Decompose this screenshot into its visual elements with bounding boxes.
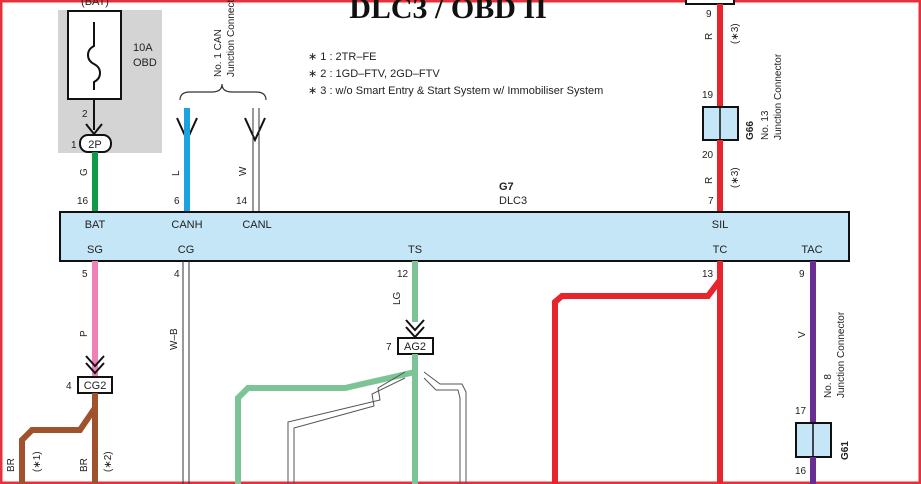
pin-sil-number: 7	[708, 196, 714, 207]
wire-ag2-white-branch-2	[423, 377, 461, 484]
connector-ag2-pin: 7	[386, 342, 392, 353]
wire-br-color-1: BR	[6, 458, 17, 472]
wire-canl-color: W	[238, 166, 249, 176]
junction-8-label-2: Junction Connector	[836, 311, 847, 398]
wire-ag2-white-branch-4	[293, 377, 406, 484]
wire-ts-color: LG	[392, 291, 403, 305]
pin-tc-number: 13	[702, 269, 714, 280]
j13-top-wire-color: R	[704, 33, 715, 40]
wire-br-note-1: (∗1)	[32, 451, 43, 472]
j13-pin-bot: 20	[702, 150, 714, 161]
junction-8-label-1: No. 8	[823, 374, 834, 398]
pin-label-sil: SIL	[712, 219, 729, 231]
connector-2p-pin: 1	[71, 140, 77, 151]
pin-label-bat: BAT	[85, 219, 106, 231]
wire-sg-color: P	[79, 330, 90, 337]
pin-label-canl: CANL	[242, 219, 271, 231]
dlc-name: DLC3	[499, 195, 527, 207]
junction-13-code: G66	[745, 121, 756, 140]
pin-canh-number: 6	[174, 196, 180, 207]
wire-sil-note: (∗3)	[730, 167, 741, 188]
wire-tc-red-loop	[552, 261, 723, 484]
wire-br-brown-left	[19, 393, 98, 484]
fuse-pin-number: 2	[82, 109, 88, 120]
wire-canh-color: L	[171, 170, 182, 176]
ag2-arrow-icon-2	[405, 326, 425, 339]
connector-ag2-label: AG2	[404, 341, 426, 353]
top-connector-stub	[685, 0, 735, 5]
pin-cg-number: 4	[174, 269, 180, 280]
connector-cg2-pin: 4	[66, 381, 72, 392]
wire-br-note-2: (∗2)	[103, 451, 114, 472]
connector-2p-label: 2P	[88, 139, 101, 151]
j8-pin-bot: 16	[795, 466, 807, 477]
pin-label-tc: TC	[713, 244, 728, 256]
fuse-name: OBD	[133, 57, 157, 69]
junction-8-code: G61	[840, 441, 851, 460]
wire-ag2-lg-branch	[235, 354, 418, 484]
junction-13-label-1: No. 13	[760, 110, 771, 140]
fuse-rating: 10A	[133, 42, 153, 54]
wire-ag2-white-branch-1	[423, 371, 467, 484]
note-3: ∗ 3 : w/o Smart Entry & Start System w/ …	[308, 85, 603, 97]
wire-cg-color: W–B	[169, 328, 180, 350]
ag2-arrow-icon-1	[405, 319, 425, 332]
pin-label-sg: SG	[87, 244, 103, 256]
fuse-element-icon	[87, 22, 101, 90]
pin-sg-number: 5	[82, 269, 88, 280]
junction-13-label-2: Junction Connector	[773, 53, 784, 140]
can-junction-label-2: Junction Connector	[226, 0, 237, 77]
wire-br-color-2: BR	[79, 458, 90, 472]
j13-pin-top: 19	[702, 90, 714, 101]
can-l-arrow-icon	[244, 117, 266, 143]
j13-top-wire-note: (∗3)	[730, 23, 741, 44]
wire-sil-color: R	[704, 177, 715, 184]
pin-label-ts: TS	[408, 244, 422, 256]
pin-label-tac: TAC	[801, 244, 822, 256]
can-junction-label-1: No. 1 CAN	[213, 29, 224, 77]
wire-bat-color: G	[79, 168, 90, 176]
pin-canl-number: 14	[236, 196, 248, 207]
dlc3-connector	[59, 211, 850, 262]
pin-tac-number: 9	[799, 269, 805, 280]
can-junction-bracket	[179, 83, 267, 101]
note-1: ∗ 1 : 2TR–FE	[308, 51, 377, 63]
connector-cg2-label: CG2	[84, 380, 107, 392]
pin-ts-number: 12	[397, 269, 409, 280]
cg2-arrow-icon-2	[85, 362, 105, 375]
fuse-header: (BAT)	[81, 0, 109, 8]
page-title: DLC3 / OBD II	[349, 0, 547, 25]
j13-top-pin: 9	[706, 9, 712, 20]
dlc-code: G7	[499, 181, 514, 193]
pin-label-cg: CG	[178, 244, 195, 256]
cg2-arrow-icon-1	[85, 355, 105, 368]
note-2: ∗ 2 : 1GD–FTV, 2GD–FTV	[308, 68, 440, 80]
wire-tac-color: V	[797, 331, 808, 338]
wire-ag2-white-branch-3	[287, 371, 406, 484]
pin-bat-number: 16	[77, 196, 89, 207]
pin-label-canh: CANH	[171, 219, 202, 231]
j8-pin-top: 17	[795, 406, 807, 417]
